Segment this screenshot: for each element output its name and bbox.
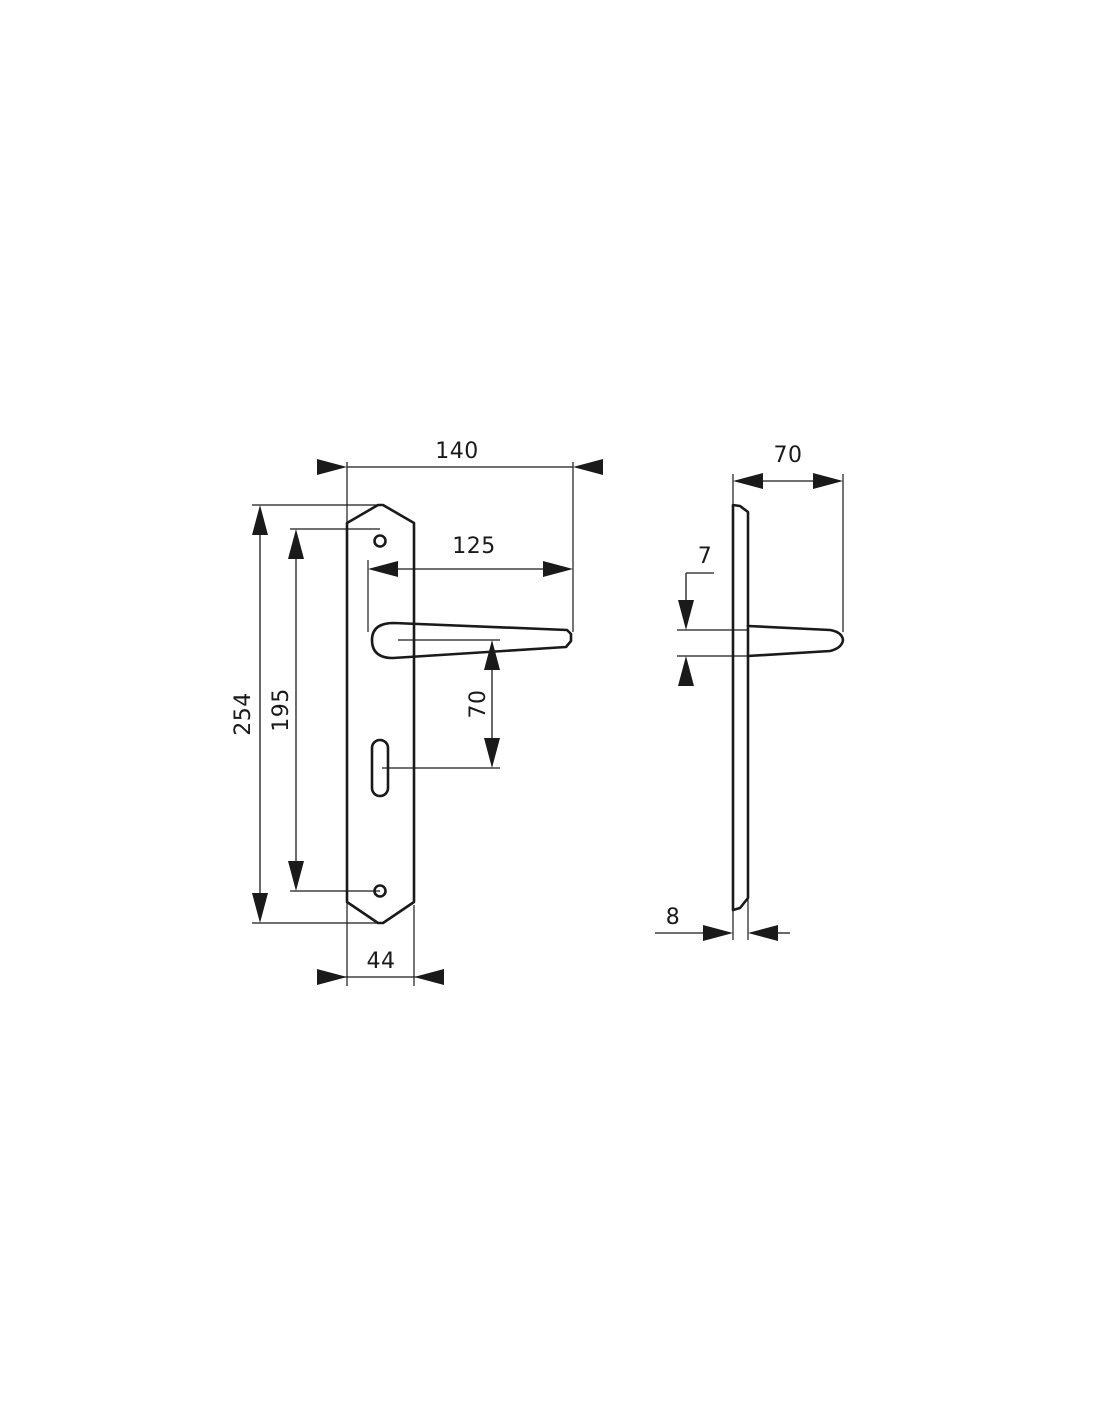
dimension-side-projection: 70 xyxy=(733,443,843,489)
dimension-label-overall-height: 254 xyxy=(231,692,256,736)
dimension-label-lever-thickness: 7 xyxy=(698,544,713,569)
side-backplate-profile xyxy=(731,503,750,912)
front-view: 254 195 140 125 70 xyxy=(231,439,603,986)
lever-handle xyxy=(370,621,573,660)
top-screw-hole xyxy=(373,534,387,548)
dimension-label-hole-spacing: 195 xyxy=(269,688,294,732)
dimension-label-side-projection: 70 xyxy=(774,443,803,468)
dimension-overall-height: 254 xyxy=(231,505,268,923)
side-lever-profile xyxy=(746,624,845,658)
dimension-label-overall-projection: 140 xyxy=(435,439,479,464)
dimension-label-plate-width: 44 xyxy=(367,949,396,974)
dimension-plate-width: 44 xyxy=(317,949,444,985)
dimension-overall-projection: 140 xyxy=(317,439,603,475)
dimension-lever-thickness: 7 xyxy=(678,544,714,686)
dimension-label-lever-to-keyhole: 70 xyxy=(466,690,491,719)
dimension-hole-spacing: 195 xyxy=(269,529,304,891)
dimension-lever-to-keyhole: 70 xyxy=(466,640,500,768)
dimension-label-plate-thickness: 8 xyxy=(666,905,681,930)
dimension-label-lever-length: 125 xyxy=(452,534,496,559)
dimension-plate-thickness: 8 xyxy=(655,905,790,941)
side-view: 70 7 8 xyxy=(655,443,845,941)
dimension-lever-length: 125 xyxy=(368,534,573,577)
